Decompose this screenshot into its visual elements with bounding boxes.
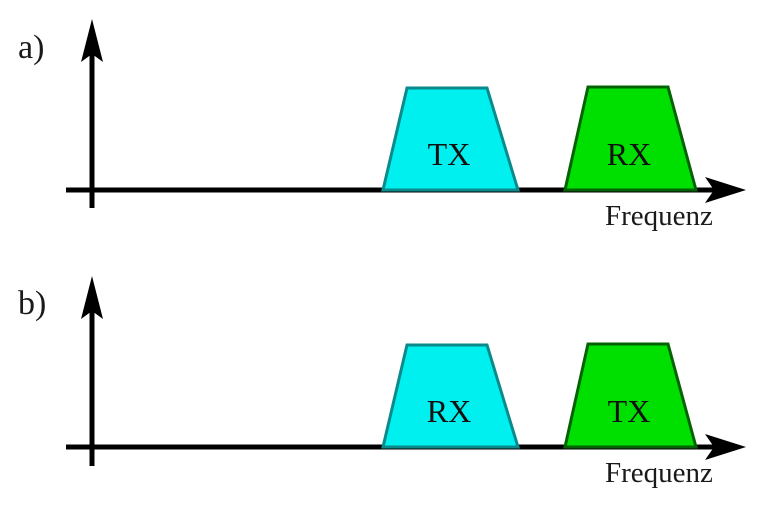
panel-b: b) RX TX Frequenz (18, 276, 746, 489)
panel-b-label: b) (18, 285, 46, 322)
panel-a-band-rx-label: RX (607, 136, 651, 172)
panel-a-band-tx-label: TX (428, 136, 471, 172)
panel-b-band-rx (381, 343, 521, 449)
panel-b-y-axis-arrow-icon (81, 276, 103, 319)
panel-b-x-axis-caption: Frequenz (605, 457, 713, 489)
panel-a-label: a) (18, 29, 44, 66)
panel-b-x-axis-arrow-icon (705, 434, 746, 460)
panel-a-y-axis-arrow-icon (81, 19, 103, 62)
panel-a-band-tx (381, 86, 521, 192)
panel-a-x-axis-caption: Frequenz (605, 200, 713, 232)
panel-a-x-axis-arrow-icon (705, 177, 746, 203)
panel-a: a) TX RX Frequenz (18, 19, 746, 232)
panel-b-band-tx (563, 342, 698, 449)
panel-a-band-rx (563, 85, 698, 192)
panel-b-band-tx-label: TX (608, 393, 651, 429)
panel-b-band-rx-label: RX (427, 393, 471, 429)
